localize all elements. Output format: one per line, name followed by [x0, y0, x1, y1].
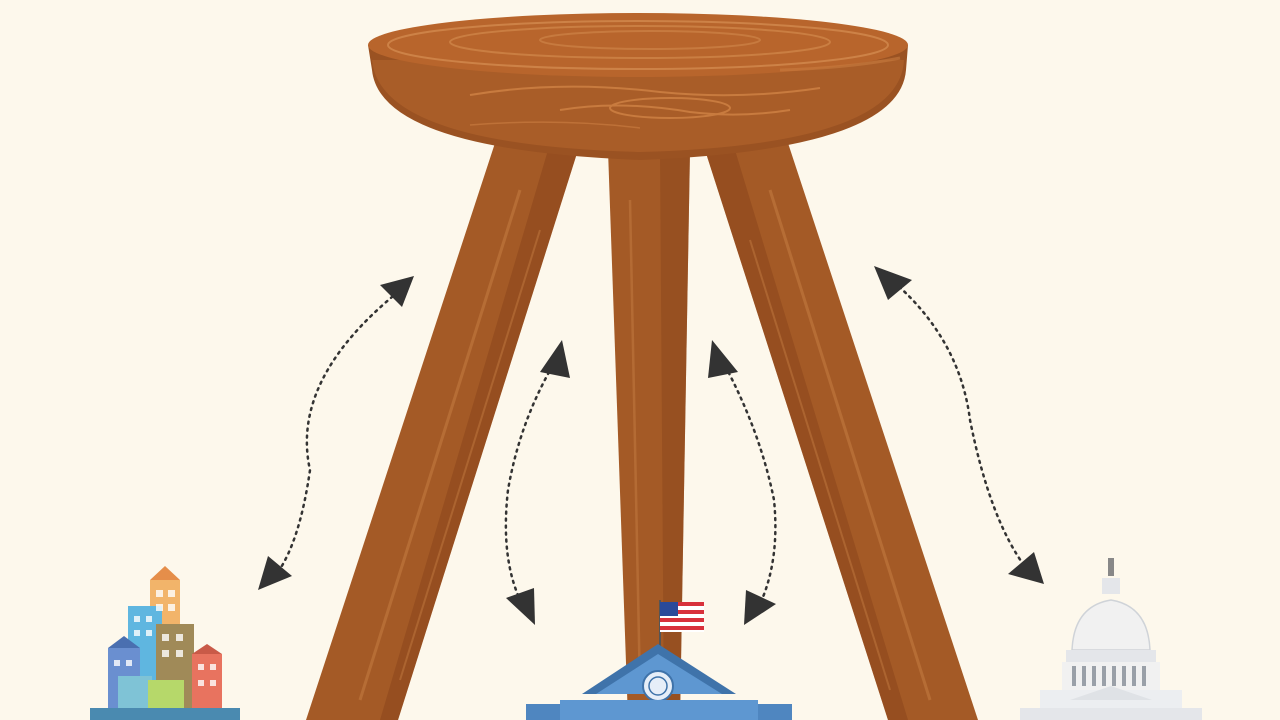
stool-seat: [368, 13, 908, 160]
arrow-left-inner: [504, 358, 558, 606]
stool-legs: [306, 140, 978, 720]
capitol-building-icon: [1020, 558, 1202, 720]
us-flag-icon: [660, 602, 704, 632]
arrow-right-outer: [892, 280, 1028, 570]
arrow-heads: [258, 266, 1044, 625]
city-buildings-icon: [90, 566, 240, 720]
school-building-icon: [526, 600, 792, 720]
arrow-left-outer: [276, 290, 400, 574]
arrow-right-inner: [720, 358, 777, 606]
